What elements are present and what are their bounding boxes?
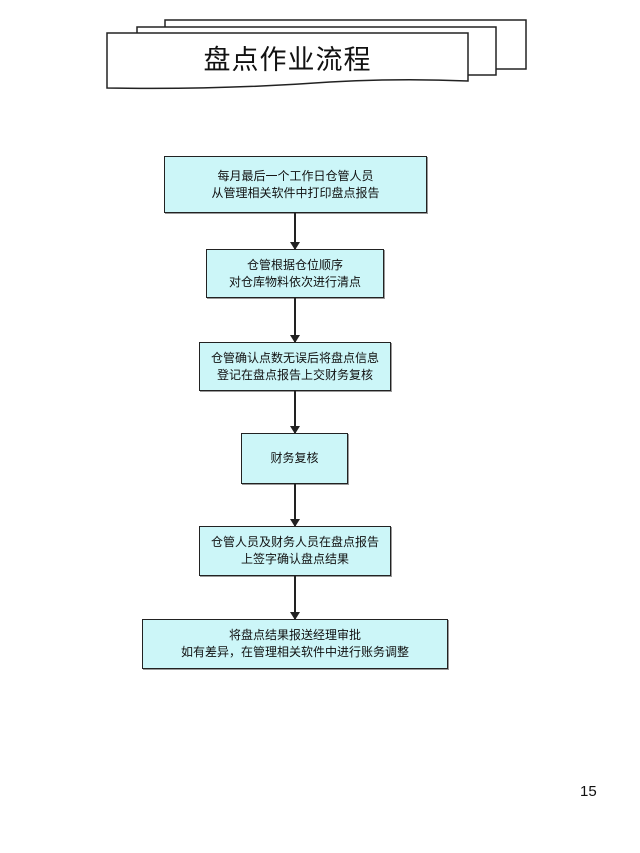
title-banner bbox=[106, 19, 527, 90]
arrow bbox=[290, 391, 300, 434]
page-title: 盘点作业流程 bbox=[203, 45, 372, 76]
step-6-box: 将盘点结果报送经理审批如有差异，在管理相关软件中进行账务调整 bbox=[142, 619, 448, 669]
step-text: 上签字确认盘点结果 bbox=[240, 552, 349, 566]
step-text: 仓管根据仓位顺序 bbox=[246, 257, 343, 272]
step-2-box: 仓管根据仓位顺序对仓库物料依次进行清点 bbox=[206, 249, 384, 298]
step-text: 财务复核 bbox=[270, 451, 319, 465]
step-4-box: 财务复核 bbox=[241, 433, 348, 484]
page-number: 15 bbox=[580, 783, 597, 800]
step-text: 仓管人员及财务人员在盘点报告 bbox=[210, 535, 379, 549]
arrow bbox=[290, 576, 300, 620]
arrow bbox=[290, 213, 300, 250]
step-3-box: 仓管确认点数无误后将盘点信息登记在盘点报告上交财务复核 bbox=[199, 342, 391, 391]
step-text: 如有差异，在管理相关软件中进行账务调整 bbox=[180, 645, 409, 659]
step-text: 仓管确认点数无误后将盘点信息 bbox=[210, 350, 379, 365]
step-text: 对仓库物料依次进行清点 bbox=[228, 274, 361, 289]
arrow bbox=[290, 298, 300, 343]
step-5-box: 仓管人员及财务人员在盘点报告上签字确认盘点结果 bbox=[199, 526, 391, 576]
step-1-box: 每月最后一个工作日仓管人员从管理相关软件中打印盘点报告 bbox=[164, 156, 427, 213]
step-text: 登记在盘点报告上交财务复核 bbox=[216, 367, 373, 382]
arrow bbox=[290, 484, 300, 527]
step-text: 将盘点结果报送经理审批 bbox=[228, 628, 361, 642]
step-text: 每月最后一个工作日仓管人员 bbox=[217, 168, 374, 183]
step-text: 从管理相关软件中打印盘点报告 bbox=[211, 185, 380, 200]
